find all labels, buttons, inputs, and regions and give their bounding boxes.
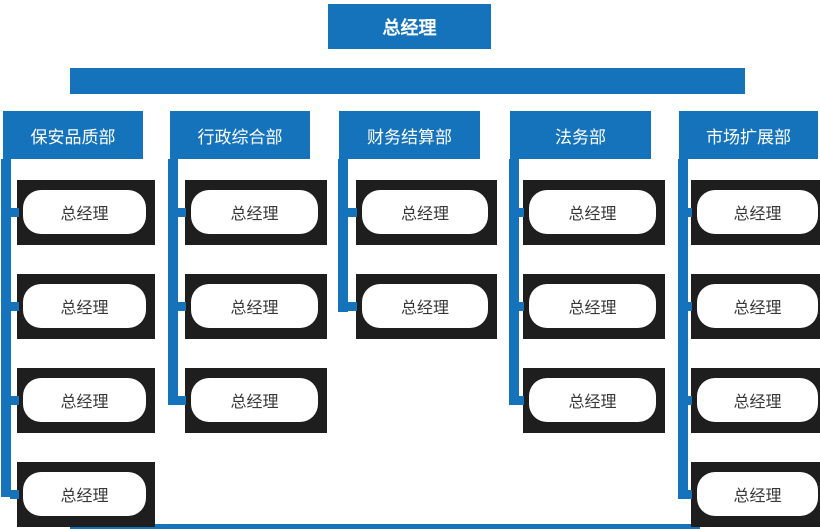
connector-stub: [687, 396, 692, 405]
connector-stub: [10, 208, 19, 217]
org-node-label: 总经理: [23, 378, 146, 422]
department-1-label: 保安品质部: [30, 127, 116, 148]
org-node: 总经理: [347, 180, 497, 245]
org-node-label: 总经理: [529, 190, 656, 234]
org-node: 总经理: [687, 274, 820, 339]
department-3-label: 财务结算部: [367, 127, 452, 148]
department-4-label: 法务部: [555, 127, 606, 148]
connector-stub: [10, 490, 19, 499]
org-node-label: 总经理: [697, 190, 818, 234]
org-node: 总经理: [10, 462, 155, 527]
connector-stub: [687, 208, 692, 217]
org-node: 总经理: [10, 368, 155, 433]
connector-stub: [177, 302, 186, 311]
org-node: 总经理: [10, 180, 155, 245]
org-node-label: 总经理: [697, 472, 818, 516]
connector-stub: [347, 208, 357, 217]
org-node-label: 总经理: [191, 284, 318, 328]
department-header-3: 财务结算部: [339, 111, 480, 159]
department-header-5: 市场扩展部: [679, 111, 818, 159]
org-node: 总经理: [687, 180, 820, 245]
department-header-1: 保安品质部: [3, 111, 143, 159]
org-node-label: 总经理: [23, 190, 146, 234]
org-node: 总经理: [518, 368, 665, 433]
org-node: 总经理: [687, 368, 820, 433]
connector-stub: [347, 302, 357, 311]
org-node-label: 总经理: [191, 190, 318, 234]
department-header-4: 法务部: [510, 111, 651, 159]
org-node-label: 总经理: [23, 284, 146, 328]
org-node: 总经理: [10, 274, 155, 339]
org-node-label: 总经理: [362, 190, 488, 234]
column-3-vertical-connector: [338, 159, 348, 312]
column-2-vertical-connector: [168, 159, 178, 405]
org-node-label: 总经理: [362, 284, 488, 328]
org-node-label: 总经理: [697, 378, 818, 422]
column-1-vertical-connector: [1, 159, 11, 497]
root-node-label: 总经理: [382, 17, 437, 39]
bottom-connector-bar: [70, 524, 700, 529]
org-node: 总经理: [518, 274, 665, 339]
org-node-label: 总经理: [23, 472, 146, 516]
department-header-2: 行政综合部: [170, 111, 310, 159]
org-node-label: 总经理: [697, 284, 818, 328]
department-2-label: 行政综合部: [197, 127, 283, 148]
org-node: 总经理: [347, 274, 497, 339]
connector-stub: [10, 396, 19, 405]
connector-stub: [687, 490, 692, 499]
connector-stub: [10, 302, 19, 311]
connector-stub: [518, 302, 524, 311]
org-node: 总经理: [177, 368, 327, 433]
org-node-label: 总经理: [191, 378, 318, 422]
org-node: 总经理: [518, 180, 665, 245]
org-node: 总经理: [177, 180, 327, 245]
org-node-label: 总经理: [529, 378, 656, 422]
org-node-label: 总经理: [529, 284, 656, 328]
column-4-vertical-connector: [509, 159, 519, 405]
connector-stub: [518, 208, 524, 217]
root-node: 总经理: [328, 4, 491, 49]
column-5-vertical-connector: [678, 159, 688, 499]
department-5-label: 市场扩展部: [706, 127, 791, 148]
connector-stub: [177, 396, 186, 405]
connector-stub: [518, 396, 524, 405]
top-connector-bar: [70, 68, 745, 94]
connector-stub: [177, 208, 186, 217]
connector-stub: [687, 302, 692, 311]
org-node: 总经理: [687, 462, 820, 527]
org-node: 总经理: [177, 274, 327, 339]
